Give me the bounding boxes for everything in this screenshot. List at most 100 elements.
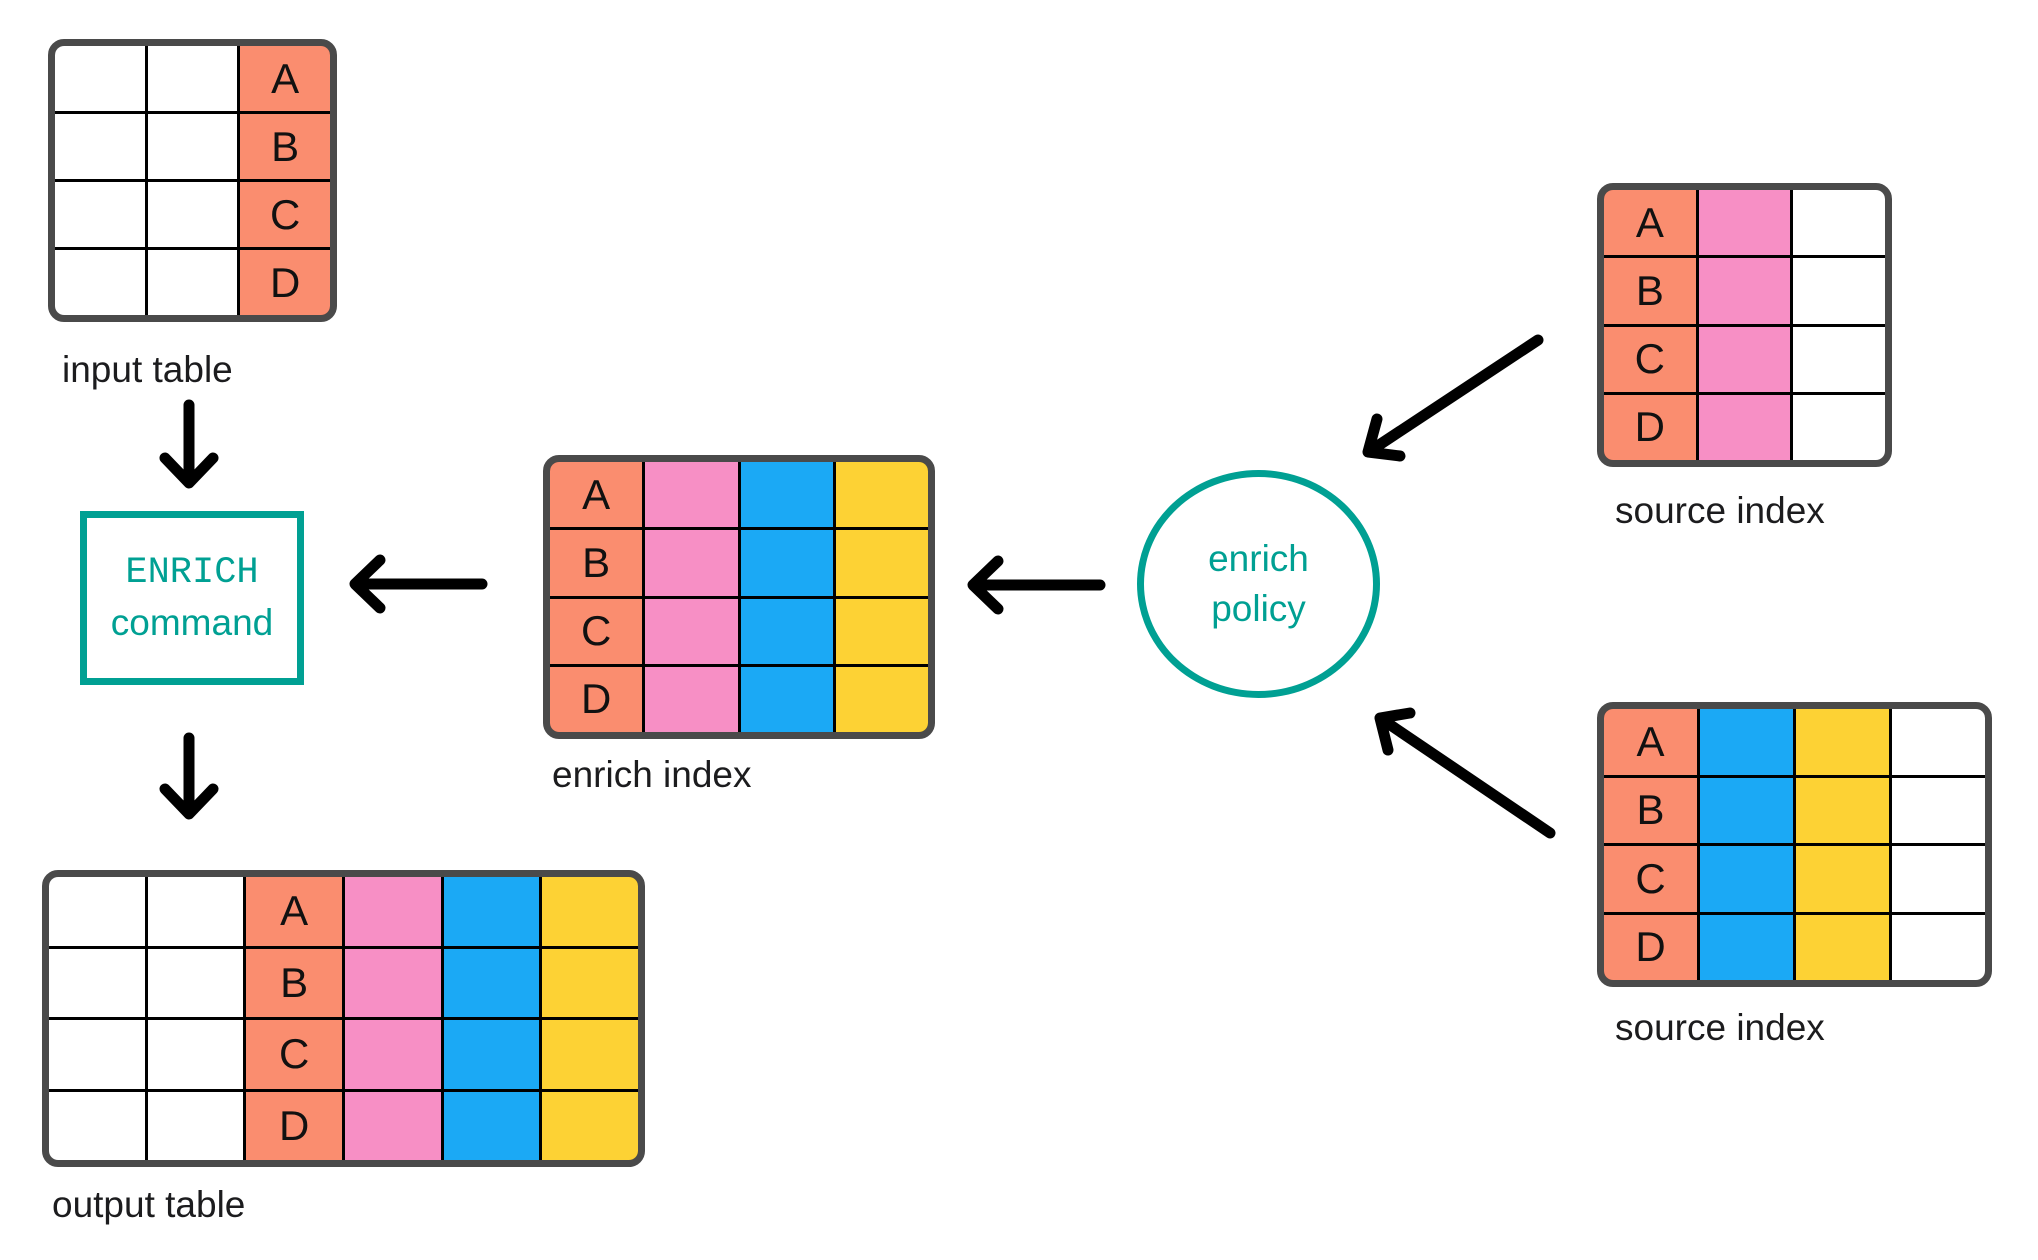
- table-cell: [740, 598, 833, 664]
- arrow-command-to-output: [159, 732, 219, 820]
- enrich-command-line2: command: [110, 602, 274, 643]
- table-cell: [1892, 777, 1985, 843]
- table-cell: [147, 1091, 244, 1160]
- table-cell: [147, 948, 244, 1017]
- table-cell: [1700, 914, 1793, 980]
- table-cell: [49, 1091, 145, 1160]
- table-cell: [1793, 258, 1885, 324]
- table-cell: [1700, 777, 1793, 843]
- table-cell: D: [550, 666, 643, 732]
- table-cell: [740, 530, 833, 596]
- table-cell: [55, 46, 145, 111]
- table-cell: B: [240, 114, 330, 179]
- table-cell: D: [240, 250, 330, 315]
- table-cell: A: [1604, 709, 1697, 775]
- table-cell: B: [1604, 777, 1697, 843]
- table-cell: B: [246, 948, 342, 1017]
- table-cell: [344, 877, 441, 946]
- table-cell: [49, 948, 145, 1017]
- table-cell: [344, 1091, 441, 1160]
- enrich-policy-line2: policy: [1211, 588, 1306, 629]
- table-cell: C: [246, 1020, 342, 1089]
- table-cell: [55, 182, 145, 247]
- table-cell: [1796, 777, 1889, 843]
- table-cell: [1892, 914, 1985, 980]
- table-cell: A: [1604, 190, 1696, 256]
- table-cell: [443, 877, 540, 946]
- table-cell: A: [550, 462, 643, 528]
- input-table-label: input table: [62, 349, 233, 390]
- table-cell: [645, 598, 738, 664]
- table-cell: [740, 666, 833, 732]
- table-cell: D: [1604, 914, 1697, 980]
- table-cell: [147, 46, 238, 111]
- table-cell: [1796, 914, 1889, 980]
- table-cell: [344, 948, 441, 1017]
- table-cell: [542, 1091, 638, 1160]
- arrow-policy-to-enrich-index: [967, 555, 1106, 615]
- source-index-bottom-label: source index: [1615, 1007, 1825, 1048]
- table-cell: [835, 530, 928, 596]
- table-cell: C: [1604, 846, 1697, 912]
- table-cell: [1698, 326, 1791, 392]
- table-cell: [1793, 326, 1885, 392]
- arrow-enrich-index-to-command: [349, 554, 488, 614]
- table-cell: D: [1604, 394, 1696, 460]
- table-cell: A: [246, 877, 342, 946]
- table-cell: [443, 1020, 540, 1089]
- table-cell: B: [1604, 258, 1696, 324]
- table-cell: C: [550, 598, 643, 664]
- enrich-policy-line1: enrich: [1208, 538, 1309, 579]
- table-cell: A: [240, 46, 330, 111]
- arrow-source-bottom-to-policy: [1374, 707, 1556, 839]
- enrich-index-label: enrich index: [552, 754, 752, 795]
- table-cell: [1698, 394, 1791, 460]
- table-cell: [55, 250, 145, 315]
- table-cell: [835, 666, 928, 732]
- output-table-label: output table: [52, 1184, 246, 1225]
- table-cell: [147, 250, 238, 315]
- table-cell: [1700, 846, 1793, 912]
- source-index-top-label: source index: [1615, 490, 1825, 531]
- table-cell: [344, 1020, 441, 1089]
- table-cell: [1698, 258, 1791, 324]
- table-cell: [835, 462, 928, 528]
- table-cell: [1698, 190, 1791, 256]
- arrow-input-to-command: [159, 399, 219, 489]
- table-cell: D: [246, 1091, 342, 1160]
- table-cell: [740, 462, 833, 528]
- table-cell: [1892, 709, 1985, 775]
- table-cell: B: [550, 530, 643, 596]
- table-cell: [147, 182, 238, 247]
- enrich-policy-circle: enrich policy: [1137, 470, 1380, 698]
- table-cell: [542, 877, 638, 946]
- table-cell: [1793, 190, 1885, 256]
- table-cell: [645, 530, 738, 596]
- table-cell: [645, 462, 738, 528]
- table-cell: [835, 598, 928, 664]
- table-cell: [542, 948, 638, 1017]
- enrich-command-line1: ENRICH: [125, 552, 259, 594]
- table-cell: [645, 666, 738, 732]
- table-cell: C: [240, 182, 330, 247]
- table-cell: [55, 114, 145, 179]
- table-cell: [1700, 709, 1793, 775]
- table-cell: [1793, 394, 1885, 460]
- table-cell: [147, 1020, 244, 1089]
- table-cell: [1892, 846, 1985, 912]
- table-cell: [542, 1020, 638, 1089]
- table-cell: [147, 877, 244, 946]
- enrich-command-box: ENRICH command: [80, 511, 304, 685]
- table-cell: [147, 114, 238, 179]
- arrow-source-top-to-policy: [1362, 334, 1544, 462]
- table-cell: [49, 877, 145, 946]
- table-cell: [1796, 709, 1889, 775]
- table-cell: C: [1604, 326, 1696, 392]
- table-cell: [49, 1020, 145, 1089]
